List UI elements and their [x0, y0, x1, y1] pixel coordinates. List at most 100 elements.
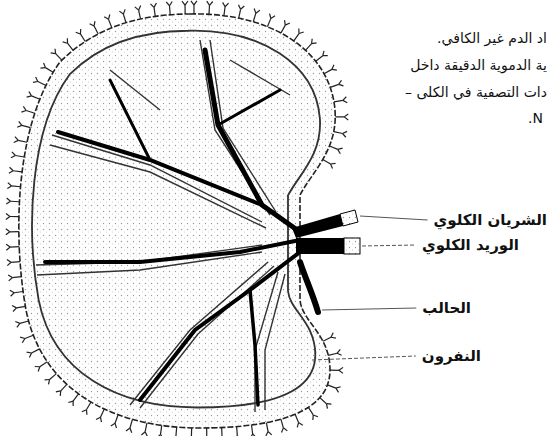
capillary-tick — [108, 19, 111, 27]
capillary-tick — [22, 338, 25, 342]
capillary-tick — [281, 419, 283, 428]
capillary-tick — [27, 96, 32, 97]
note-text: دات التصفية في الكلى – — [405, 84, 547, 100]
capillary-tick — [29, 353, 31, 358]
capillary-tick — [86, 402, 91, 410]
capillary-tick — [338, 149, 341, 153]
capillary-tick — [320, 398, 327, 404]
capillary-tick — [19, 121, 22, 125]
capillary-tick — [15, 322, 20, 324]
capillary-tick — [94, 26, 98, 34]
capillary-tick — [135, 7, 139, 10]
capillary-tick — [299, 32, 304, 34]
capillary-tick — [170, 2, 173, 6]
capillary-tick — [6, 217, 10, 220]
note-text: ية الدموية الدقيقة داخل — [410, 57, 547, 73]
leader-lines — [312, 216, 428, 360]
capillary-tick — [60, 391, 62, 396]
part-label: الوريد الكلوي — [422, 236, 519, 254]
capillary-tick — [21, 110, 26, 112]
capillary-tick — [73, 394, 78, 401]
capillary-tick — [305, 44, 311, 51]
capillary-tick — [331, 164, 333, 169]
capillary-tick — [266, 423, 268, 432]
capillary-tick — [343, 100, 347, 102]
capillary-tick — [126, 428, 130, 431]
capillary-tick — [15, 156, 24, 157]
capillary-tick — [339, 370, 343, 373]
capillary-tick — [252, 425, 253, 434]
capillary-tick — [38, 367, 40, 372]
capillary-tick — [327, 385, 335, 388]
part-label: الشريان الكلوي — [434, 211, 547, 229]
capillary-tick — [343, 131, 348, 133]
capillary-tick — [254, 8, 256, 13]
capillary-tick — [33, 81, 38, 83]
capillary-tick — [169, 6, 171, 15]
capillary-tick — [12, 152, 15, 156]
capillary-tick — [115, 415, 118, 423]
capillary-tick — [119, 11, 123, 14]
capillary-tick — [312, 42, 317, 44]
capillary-tick — [294, 34, 299, 41]
capillary-tick — [297, 423, 298, 428]
capillary-tick — [253, 434, 256, 436]
capillary-tick — [160, 434, 162, 436]
capillary-tick — [284, 20, 286, 25]
capillary-tick — [194, 1, 197, 5]
capillary-ticks — [6, 1, 348, 436]
capillary-tick — [50, 374, 57, 380]
capillary-tick — [311, 39, 313, 44]
capillary-tick — [308, 407, 313, 415]
capillary-tick — [331, 333, 333, 337]
capillary-tick — [343, 97, 346, 101]
capillary-tick — [236, 427, 238, 436]
capillary-tick — [175, 427, 177, 436]
capillary-tick — [225, 3, 228, 7]
capillary-tick — [49, 379, 50, 384]
capillary-tick — [6, 213, 10, 216]
capillary-tick — [9, 171, 13, 173]
capillary-tick — [10, 231, 19, 232]
capillary-tick — [6, 244, 10, 247]
renal-vein — [296, 238, 360, 254]
capillary-tick — [323, 51, 324, 56]
capillary-tick — [330, 370, 339, 371]
capillary-tick — [270, 14, 271, 19]
capillary-tick — [182, 1, 185, 5]
capillary-tick — [329, 146, 337, 149]
capillary-tick — [208, 5, 210, 14]
capillary-tick — [63, 42, 68, 43]
capillary-tick — [139, 10, 141, 19]
capillary-tick — [82, 410, 87, 412]
capillary-tick — [7, 262, 11, 265]
capillary-tick — [10, 246, 19, 248]
capillary-tick — [123, 9, 125, 14]
capillary-tick — [253, 13, 256, 22]
capillary-tick — [86, 410, 88, 415]
capillary-tick — [191, 1, 194, 5]
capillary-tick — [11, 293, 15, 297]
capillary-tick — [6, 229, 10, 232]
capillary-tick — [184, 5, 185, 14]
lobe-partitions — [36, 40, 290, 412]
capillary-tick — [268, 431, 272, 434]
capillary-tick — [12, 185, 21, 187]
capillary-tick — [191, 428, 192, 436]
capillary-tick — [154, 3, 156, 7]
capillary-tick — [51, 52, 56, 54]
capillary-tick — [56, 54, 62, 60]
capillary-tick — [22, 125, 31, 127]
capillary-tick — [324, 69, 332, 73]
capillary-tick — [223, 2, 225, 6]
capillary-tick — [338, 148, 343, 149]
capillary-tick — [344, 114, 348, 117]
capillary-tick — [285, 23, 290, 25]
capillary-tick — [90, 24, 94, 26]
capillary-tick — [44, 63, 46, 68]
capillary-tick — [250, 434, 252, 436]
capillary-tick — [96, 417, 100, 419]
capillary-tick — [151, 4, 155, 8]
capillary-tick — [11, 156, 15, 158]
capillary-tick — [111, 423, 115, 426]
